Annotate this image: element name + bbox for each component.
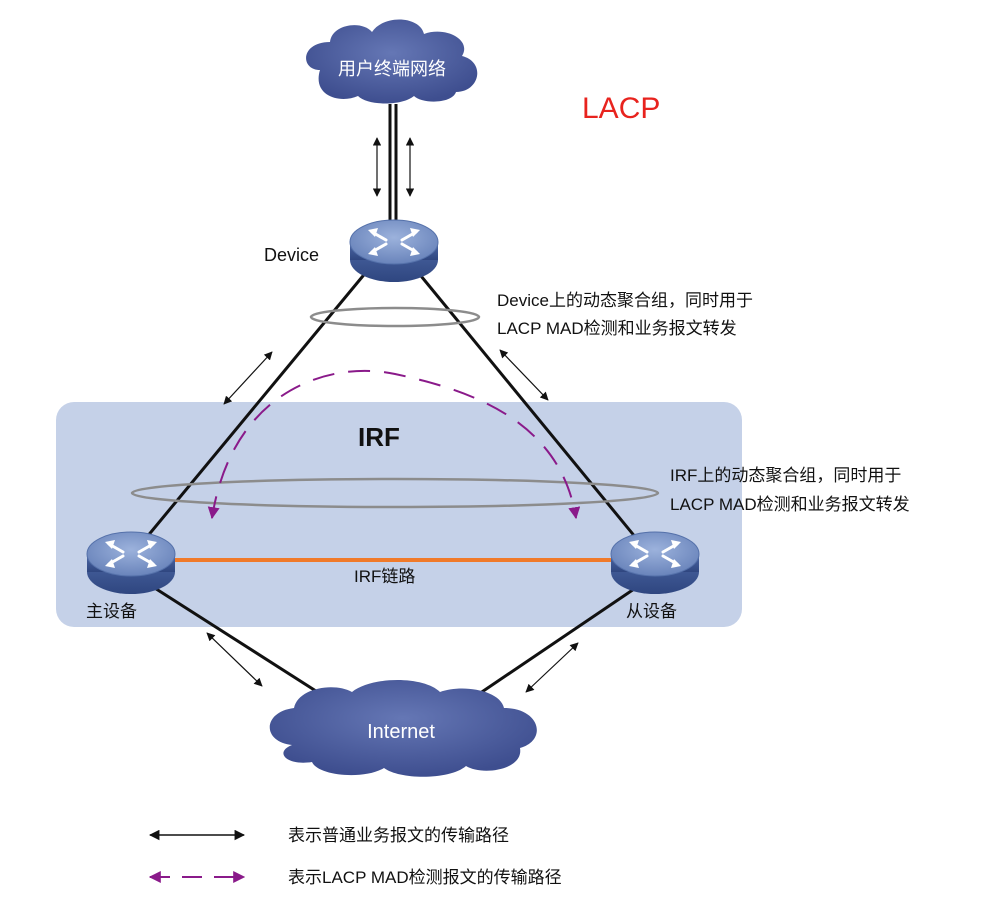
user-network-cloud: 用户终端网络 xyxy=(306,19,478,104)
irf-agg-note-line1: IRF上的动态聚合组，同时用于 xyxy=(670,466,901,485)
device-router-icon xyxy=(348,218,440,284)
irf-link-label: IRF链路 xyxy=(354,567,415,586)
legend-normal-label: 表示普通业务报文的传输路径 xyxy=(288,826,509,845)
irf-agg-note-line2: LACP MAD检测和业务报文转发 xyxy=(670,495,910,514)
device-agg-note-line2: LACP MAD检测和业务报文转发 xyxy=(497,319,737,338)
normal-arrow xyxy=(223,351,273,405)
user-network-label: 用户终端网络 xyxy=(338,59,446,79)
master-device-label: 主设备 xyxy=(86,602,137,621)
normal-arrow xyxy=(499,349,549,401)
device-agg-ring xyxy=(309,306,481,328)
internet-label: Internet xyxy=(367,721,435,743)
normal-arrow xyxy=(206,632,263,687)
normal-arrow xyxy=(525,642,579,693)
device-label: Device xyxy=(264,245,319,265)
internet-cloud: Internet xyxy=(269,680,537,777)
master-router-icon xyxy=(85,530,177,596)
page-title: LACP xyxy=(582,92,660,125)
legend: 表示普通业务报文的传输路径 表示LACP MAD检测报文的传输路径 xyxy=(148,826,562,887)
irf-label: IRF xyxy=(358,422,400,452)
slave-device-label: 从设备 xyxy=(626,602,677,621)
slave-router-icon xyxy=(609,530,701,596)
device-agg-note-line1: Device上的动态聚合组，同时用于 xyxy=(497,291,753,310)
legend-lacp-label: 表示LACP MAD检测报文的传输路径 xyxy=(288,868,562,887)
lacp-mad-arc xyxy=(207,369,581,520)
